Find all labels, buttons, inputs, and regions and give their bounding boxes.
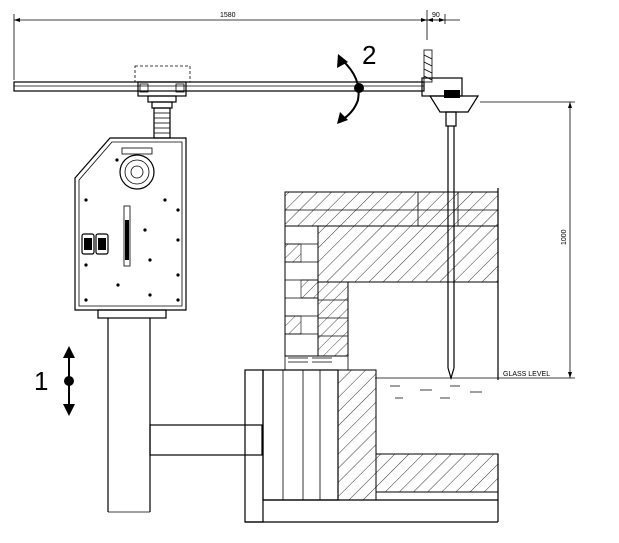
- furnace-crown: [284, 188, 499, 380]
- motion-2-label: 2: [362, 40, 376, 70]
- vertical-motion-arrow: 1: [34, 346, 75, 416]
- control-cabinet: [74, 137, 187, 319]
- rotation-arrow: 2: [337, 40, 376, 124]
- furnace-side-wall: [284, 225, 349, 371]
- dimension-90-label: 90: [432, 12, 440, 19]
- glass-level: GLASS LEVEL: [375, 371, 575, 399]
- vertical-dimension: 1000: [480, 101, 575, 378]
- top-dimension: 1580 90: [13, 10, 460, 80]
- motion-1-label: 1: [34, 366, 48, 396]
- furnace-basin: [244, 369, 499, 523]
- dimension-1000-label: 1000: [561, 229, 568, 245]
- dimension-1580-label: 1580: [220, 12, 236, 19]
- boom-clamp: [134, 65, 191, 139]
- support-column: [107, 318, 263, 513]
- glass-level-label: GLASS LEVEL: [503, 371, 550, 378]
